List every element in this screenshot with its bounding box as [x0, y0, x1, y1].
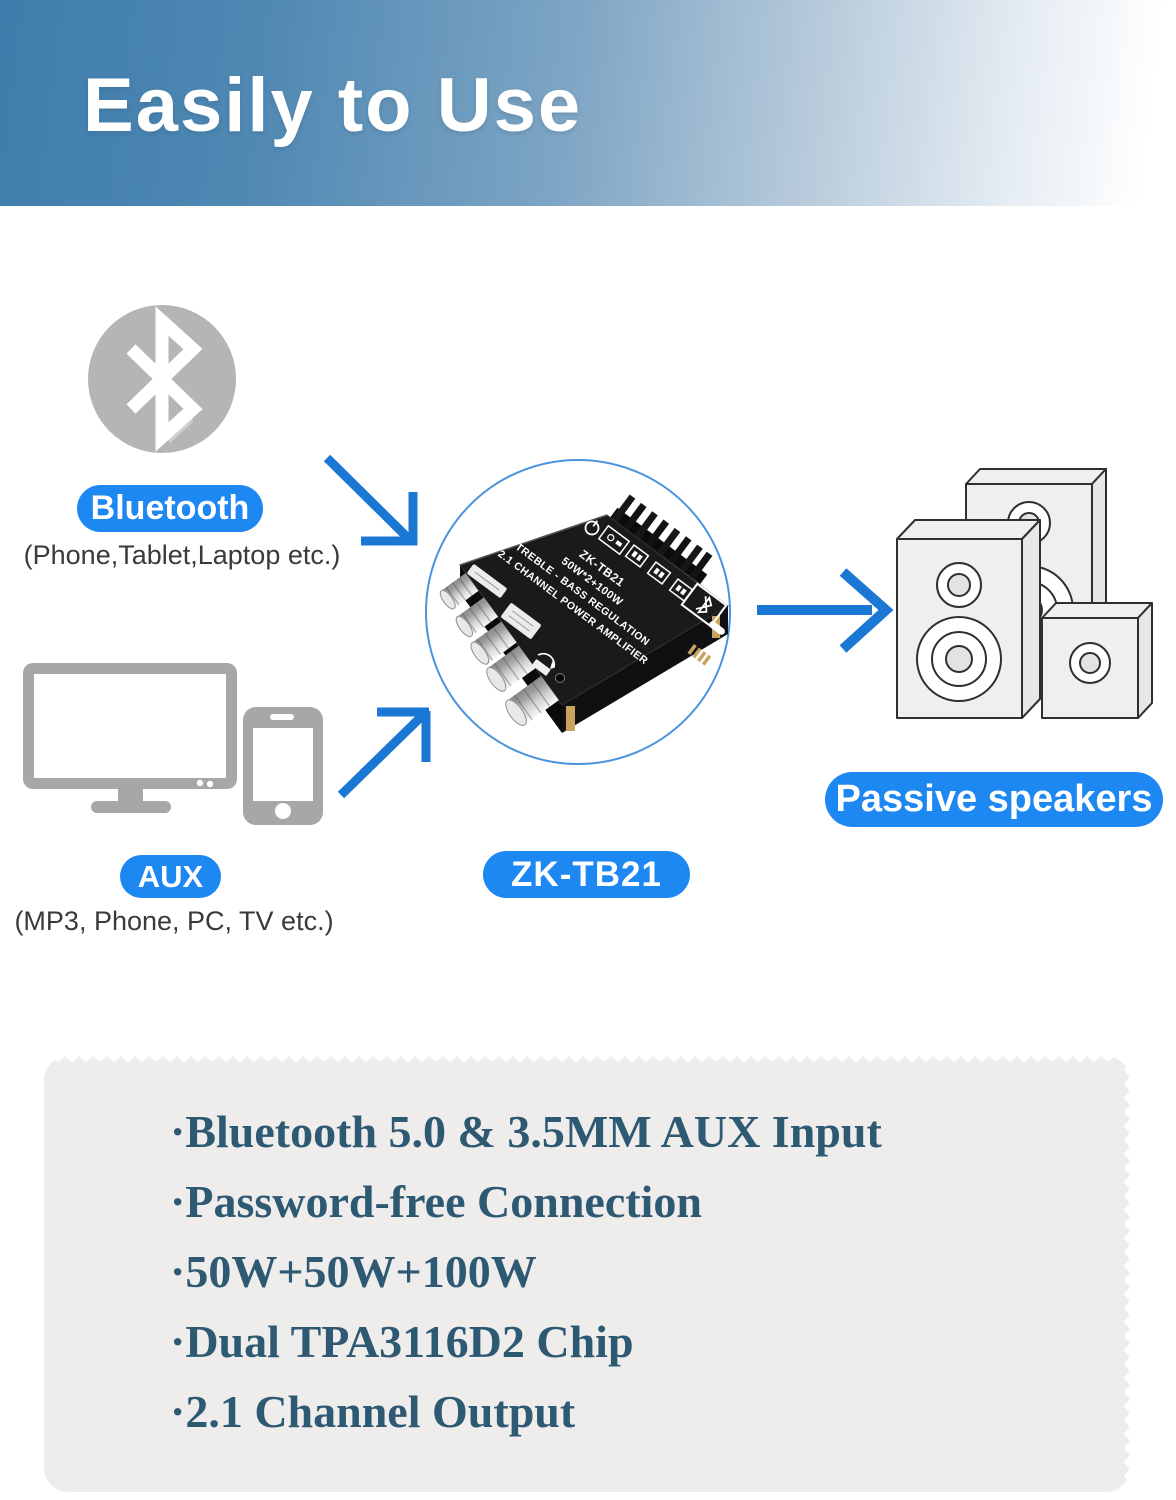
feature-item: ·2.1 Channel Output: [170, 1386, 576, 1437]
passive-speakers-label: Passive speakers: [835, 778, 1153, 820]
volume-knobs-icon: [439, 573, 559, 726]
amplifier-model-label: ZK-TB21: [511, 854, 662, 894]
feature-item: ·Dual TPA3116D2 Chip: [170, 1316, 634, 1367]
features-background: [44, 1056, 1130, 1492]
bluetooth-label-badge: Bluetooth: [77, 485, 263, 532]
board-bluetooth-logo-icon: [680, 582, 728, 628]
amplifier-board-photo: ZK-TB21 50W*2+100W TREBLE - BASS REGULAT…: [425, 459, 731, 765]
speakers-icon: [896, 468, 1153, 719]
heatsink-icon: [610, 494, 713, 585]
header-banner: Easily to Use: [0, 0, 1176, 206]
aux-caption: (MP3, Phone, PC, TV etc.): [14, 906, 334, 936]
bluetooth-caption: (Phone,Tablet,Laptop etc.): [23, 540, 341, 570]
page-title: Easily to Use: [83, 63, 583, 148]
passive-speakers-badge: Passive speakers: [825, 772, 1163, 827]
feature-item: ·Password-free Connection: [170, 1176, 702, 1227]
features-list: ·Bluetooth 5.0 & 3.5MM AUX Input ·Passwo…: [170, 1097, 882, 1447]
aux-label-badge: AUX: [120, 855, 221, 898]
arrow-bluetooth-to-amplifier-icon: [323, 454, 418, 546]
aux-label: AUX: [137, 858, 204, 894]
amplifier-model-badge: ZK-TB21: [483, 851, 690, 898]
feature-item: ·50W+50W+100W: [170, 1246, 537, 1297]
arrow-amplifier-to-speakers-icon: [757, 568, 894, 653]
smartphone-icon: [243, 707, 323, 825]
arrow-aux-to-amplifier-icon: [337, 707, 431, 799]
bluetooth-label: Bluetooth: [90, 489, 250, 527]
monitor-icon: [23, 663, 237, 813]
bluetooth-icon: [88, 305, 236, 453]
feature-item: ·Bluetooth 5.0 & 3.5MM AUX Input: [170, 1106, 882, 1157]
